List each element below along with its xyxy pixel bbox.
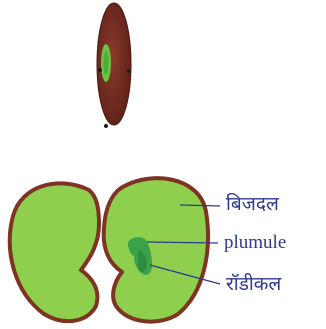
right-cotyledon — [104, 178, 208, 321]
split-seed — [10, 178, 208, 321]
cotyledon-label: बिजदल — [226, 192, 280, 215]
left-cotyledon — [10, 183, 99, 321]
whole-seed — [97, 3, 131, 128]
embryo-axis-inner — [104, 51, 109, 75]
radicle-label: रॉडीकल — [226, 272, 282, 295]
seed-dot-left — [98, 68, 102, 72]
seed-hilum-dot — [104, 124, 108, 128]
seed-dot-right — [127, 69, 131, 73]
plumule-label: plumule — [224, 232, 286, 253]
